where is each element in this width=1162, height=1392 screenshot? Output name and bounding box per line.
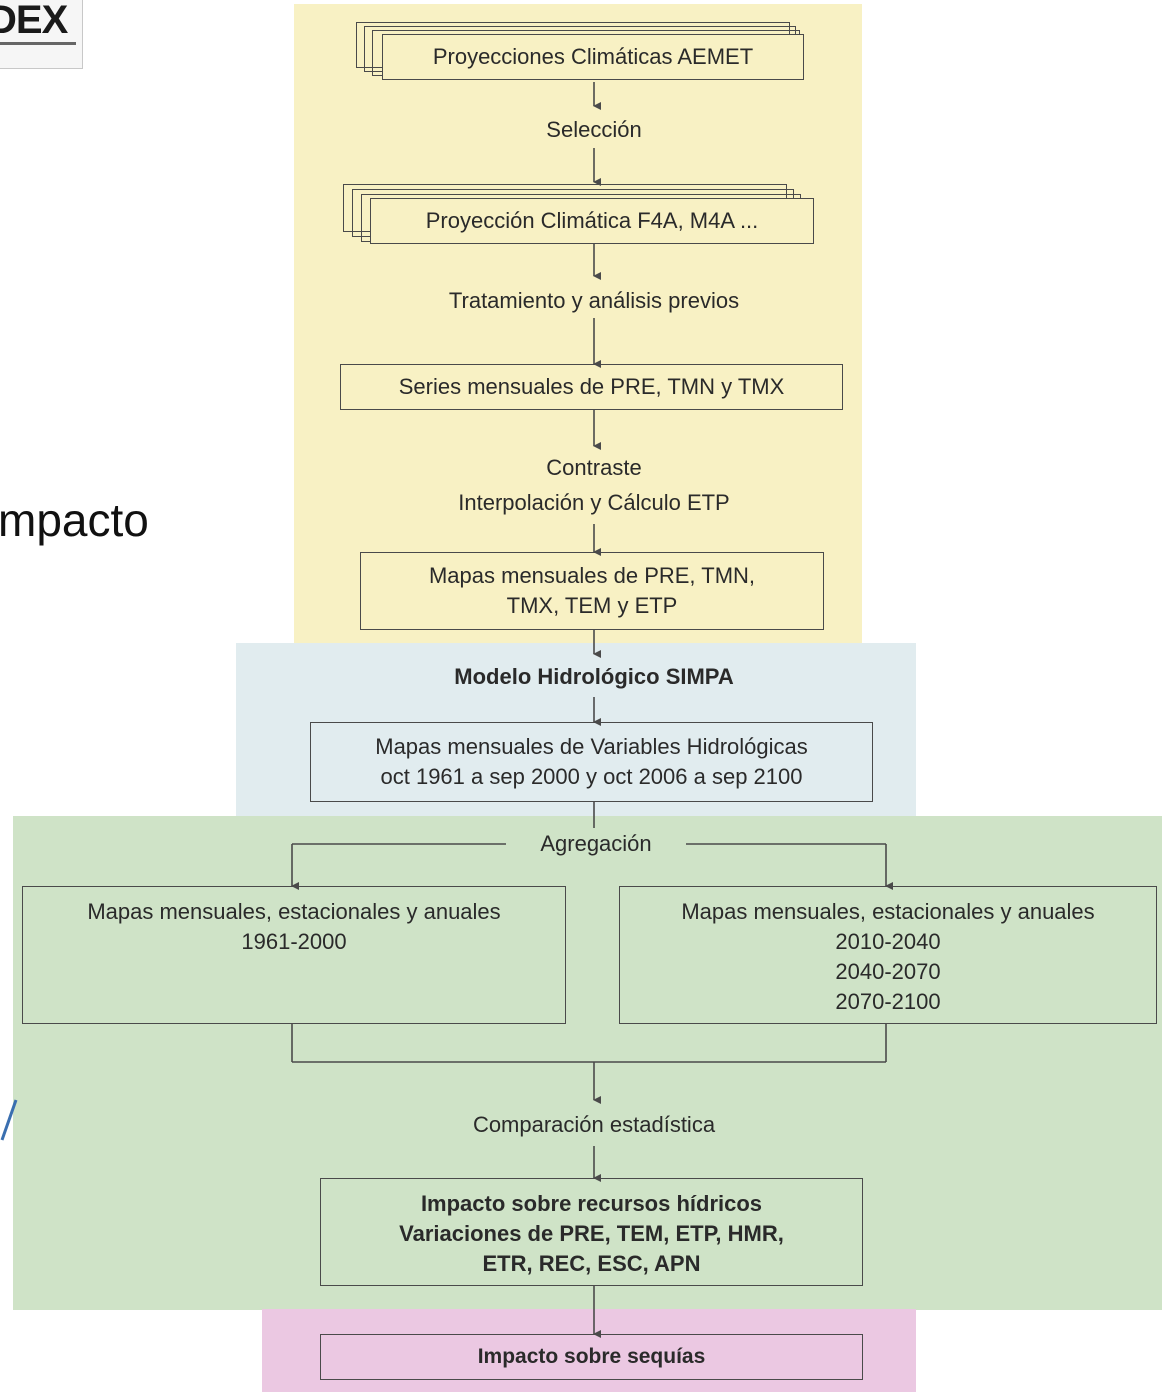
logo-subtext-bar xyxy=(0,42,76,45)
label-seleccion: Selección xyxy=(546,117,642,142)
node-mapas-historicos-line1: Mapas mensuales, estacionales y anuales xyxy=(87,899,501,924)
climate-section-background xyxy=(294,4,862,644)
aggregation-section-background xyxy=(13,816,1162,1310)
label-comparacion: Comparación estadística xyxy=(472,1112,716,1137)
node-mapas-mensuales-pre-line1: Mapas mensuales de PRE, TMN, xyxy=(428,563,756,588)
hydrology-section-background xyxy=(236,643,916,817)
node-impacto-recursos-line2: Variaciones de PRE, TEM, ETP, HMR, xyxy=(399,1221,784,1246)
label-contraste: Contraste xyxy=(546,455,642,480)
node-variables-hidrologicas-line1: Mapas mensuales de Variables Hidrológica… xyxy=(375,734,808,759)
node-impacto-sequias: Impacto sobre sequías xyxy=(320,1334,863,1380)
node-impacto-recursos: Impacto sobre recursos hídricos Variacio… xyxy=(320,1178,863,1286)
node-proyeccion-climatica: Proyección Climática F4A, M4A ... xyxy=(370,198,814,244)
node-mapas-futuros-period-2: 2040-2070 xyxy=(835,959,941,984)
logo: DEX xyxy=(0,0,83,69)
node-mapas-mensuales-pre-line2: TMX, TEM y ETP xyxy=(506,593,678,618)
node-mapas-futuros: Mapas mensuales, estacionales y anuales … xyxy=(619,886,1157,1024)
label-agregacion: Agregación xyxy=(540,831,652,856)
node-mapas-futuros-period-1: 2010-2040 xyxy=(835,929,941,954)
node-impacto-sequias-text: Impacto sobre sequías xyxy=(477,1345,706,1368)
node-mapas-mensuales-pre: Mapas mensuales de PRE, TMN, TMX, TEM y … xyxy=(360,552,824,630)
logo-text: DEX xyxy=(0,0,68,42)
node-series-mensuales-text: Series mensuales de PRE, TMN y TMX xyxy=(398,374,785,399)
node-proyecciones-climaticas-text: Proyecciones Climáticas AEMET xyxy=(432,44,754,69)
label-tratamiento: Tratamiento y análisis previos xyxy=(448,288,740,313)
label-interpolacion: Interpolación y Cálculo ETP xyxy=(458,490,730,515)
node-impacto-recursos-line3: ETR, REC, ESC, APN xyxy=(482,1251,701,1276)
label-modelo-simpa: Modelo Hidrológico SIMPA xyxy=(454,664,734,689)
node-impacto-recursos-line1: Impacto sobre recursos hídricos xyxy=(420,1191,763,1216)
node-variables-hidrologicas-line2: oct 1961 a sep 2000 y oct 2006 a sep 210… xyxy=(380,764,803,789)
node-series-mensuales: Series mensuales de PRE, TMN y TMX xyxy=(340,364,843,410)
node-mapas-futuros-line1: Mapas mensuales, estacionales y anuales xyxy=(681,899,1095,924)
node-proyeccion-climatica-text: Proyección Climática F4A, M4A ... xyxy=(425,208,759,233)
slide-text-fragment: mpacto xyxy=(0,494,149,546)
drought-section-background xyxy=(262,1309,916,1392)
node-mapas-historicos: Mapas mensuales, estacionales y anuales … xyxy=(22,886,566,1024)
node-mapas-historicos-period: 1961-2000 xyxy=(241,929,347,954)
node-proyecciones-climaticas: Proyecciones Climáticas AEMET xyxy=(382,34,804,80)
node-variables-hidrologicas: Mapas mensuales de Variables Hidrológica… xyxy=(310,722,873,802)
node-mapas-futuros-period-3: 2070-2100 xyxy=(835,989,941,1014)
